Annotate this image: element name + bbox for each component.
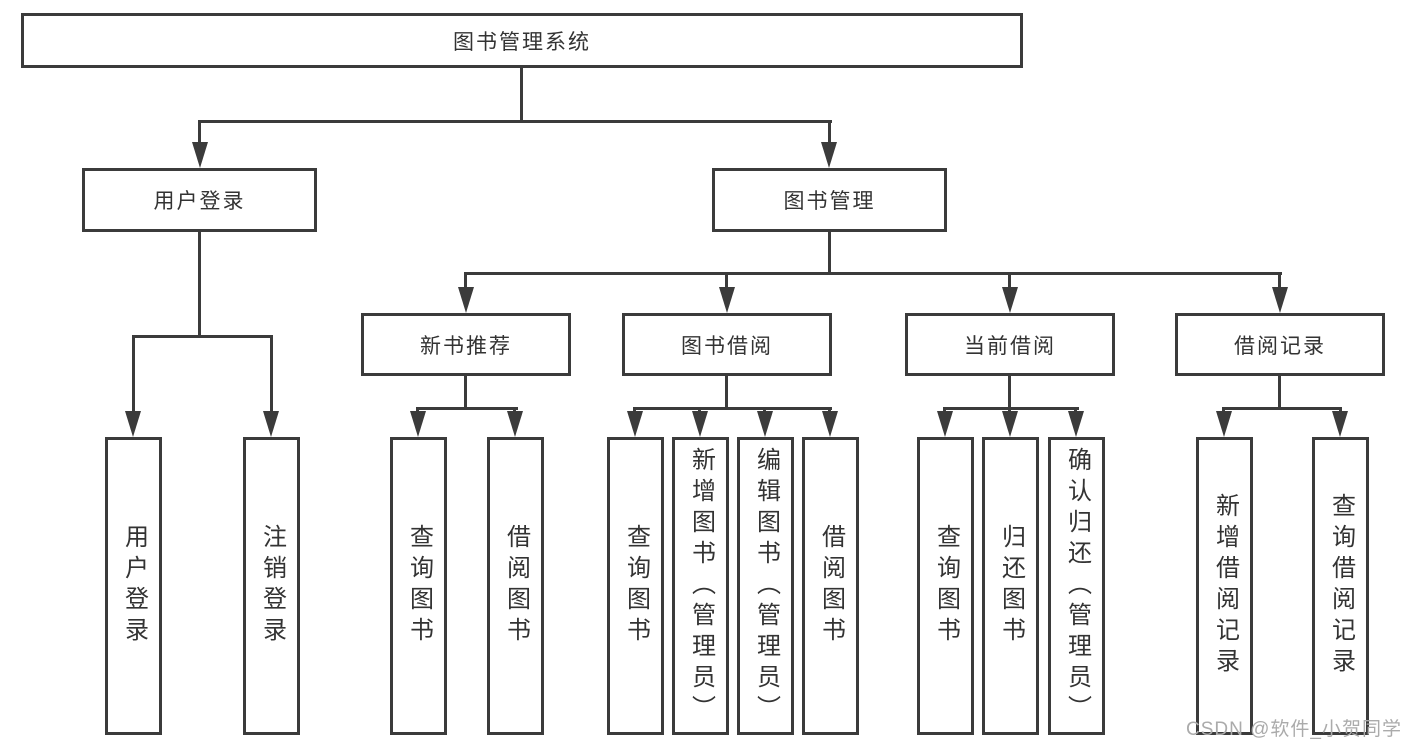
connector-line <box>828 232 831 275</box>
connector-line <box>464 272 467 292</box>
leaf-query-borrow-record: 查询借阅记录 <box>1312 437 1369 735</box>
node-borrow-records: 借阅记录 <box>1175 313 1385 376</box>
connector-line <box>198 120 832 123</box>
connector-arrowhead <box>937 411 953 437</box>
connector-line <box>464 272 1282 275</box>
connector-arrowhead <box>757 411 773 437</box>
connector-line <box>198 232 201 338</box>
connector-line <box>198 120 201 144</box>
node-book-borrow: 图书借阅 <box>622 313 832 376</box>
connector-arrowhead <box>125 411 141 437</box>
leaf-edit-book-admin: 编辑图书（管理员） <box>737 437 794 735</box>
leaf-logout: 注销登录 <box>243 437 300 735</box>
connector-line <box>464 376 467 410</box>
connector-line <box>416 407 518 410</box>
connector-arrowhead <box>1332 411 1348 437</box>
connector-arrowhead <box>1002 287 1018 313</box>
leaf-add-book-admin: 新增图书（管理员） <box>672 437 729 735</box>
node-user-login: 用户登录 <box>82 168 317 232</box>
connector-line <box>270 335 273 415</box>
connector-line <box>132 335 273 338</box>
connector-arrowhead <box>507 411 523 437</box>
node-root: 图书管理系统 <box>21 13 1023 68</box>
connector-line <box>1008 376 1011 410</box>
leaf-recommend-query-book: 查询图书 <box>390 437 447 735</box>
connector-arrowhead <box>263 411 279 437</box>
connector-arrowhead <box>1002 411 1018 437</box>
connector-arrowhead <box>1068 411 1084 437</box>
leaf-borrow-query-book: 查询图书 <box>607 437 664 735</box>
connector-arrowhead <box>1272 287 1288 313</box>
leaf-confirm-return-admin: 确认归还（管理员） <box>1048 437 1105 735</box>
connector-arrowhead <box>1216 411 1232 437</box>
connector-line <box>725 376 728 410</box>
connector-line <box>132 335 135 415</box>
connector-arrowhead <box>627 411 643 437</box>
leaf-recommend-borrow-book: 借阅图书 <box>487 437 544 735</box>
connector-arrowhead <box>410 411 426 437</box>
node-book-management: 图书管理 <box>712 168 947 232</box>
connector-line <box>828 120 831 144</box>
connector-arrowhead <box>822 411 838 437</box>
leaf-add-borrow-record: 新增借阅记录 <box>1196 437 1253 735</box>
connector-line <box>1008 272 1011 292</box>
connector-line <box>1278 272 1281 292</box>
connector-line <box>943 407 1079 410</box>
connector-line <box>1278 376 1281 410</box>
node-new-book-recommend: 新书推荐 <box>361 313 571 376</box>
connector-line <box>633 407 832 410</box>
leaf-return-book: 归还图书 <box>982 437 1039 735</box>
node-current-borrow: 当前借阅 <box>905 313 1115 376</box>
leaf-user-login: 用户登录 <box>105 437 162 735</box>
leaf-current-query-book: 查询图书 <box>917 437 974 735</box>
connector-line <box>520 68 523 123</box>
leaf-borrow-book: 借阅图书 <box>802 437 859 735</box>
watermark: CSDN @软件_小贺同学 <box>1186 719 1402 740</box>
connector-line <box>725 272 728 292</box>
connector-arrowhead <box>692 411 708 437</box>
connector-line <box>1222 407 1342 410</box>
connector-arrowhead <box>821 142 837 168</box>
connector-arrowhead <box>458 287 474 313</box>
connector-arrowhead <box>192 142 208 168</box>
connector-arrowhead <box>719 287 735 313</box>
